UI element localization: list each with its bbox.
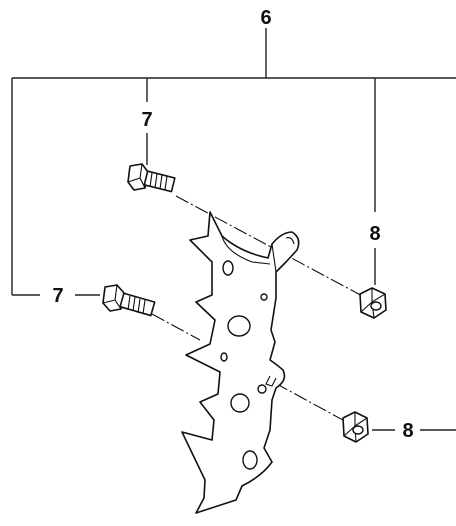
plate-hole-small-3	[257, 384, 267, 394]
nut-upper	[359, 287, 387, 319]
plate-hole-small-2	[220, 352, 228, 362]
bolt-upper	[127, 163, 176, 193]
plate-hole-lower	[242, 450, 258, 470]
spike-bumper-plate	[181, 211, 300, 514]
plate-hole-middle	[230, 393, 250, 413]
assembly-axis-lines	[151, 195, 367, 426]
callout-nut-bottom-number: 8	[402, 420, 413, 442]
plate-hole-small-1	[260, 293, 268, 301]
assembly-bracket-lines	[11, 28, 456, 431]
nut-lower	[342, 411, 369, 443]
bolt-lower	[102, 284, 156, 317]
callout-nut-top-number: 8	[369, 223, 380, 245]
callout-assembly-number: 6	[260, 7, 271, 29]
plate-hole-top	[222, 260, 234, 276]
plate-hole-upper	[227, 315, 251, 337]
callout-bolt-top-number: 7	[141, 109, 152, 131]
callout-bolt-left-number: 7	[52, 285, 63, 307]
